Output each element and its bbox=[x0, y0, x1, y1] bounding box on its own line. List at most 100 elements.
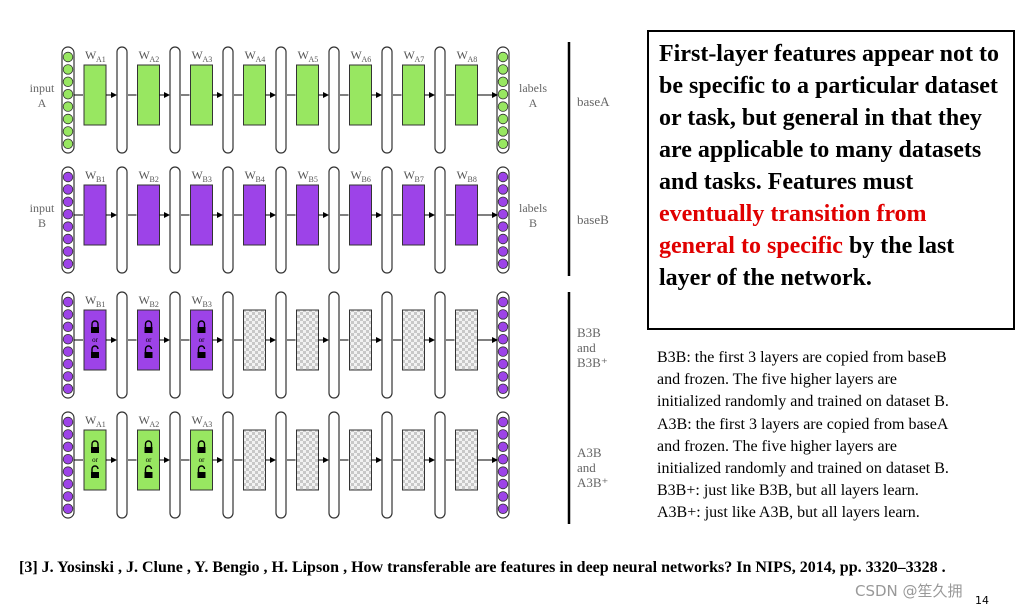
hidden-layer bbox=[434, 166, 446, 274]
hidden-layer bbox=[116, 166, 128, 274]
group-label-b3b-line2: and bbox=[577, 340, 596, 355]
group-label-a3b: A3B and A3B⁺ bbox=[577, 445, 608, 490]
weight-subscript: B1 bbox=[96, 175, 105, 184]
group-label-baseb: baseB bbox=[577, 212, 609, 227]
lock-open-icon bbox=[91, 352, 99, 358]
hidden-layer bbox=[434, 46, 446, 154]
input-layer-unit bbox=[62, 454, 74, 465]
weight-subscript: A2 bbox=[150, 420, 160, 429]
weight-label: W bbox=[298, 168, 310, 182]
lock-closed-icon-shackle bbox=[197, 320, 206, 327]
output-layer-unit bbox=[497, 246, 509, 257]
weight-subscript: B2 bbox=[150, 300, 159, 309]
input-layer-unit bbox=[62, 126, 74, 137]
hidden-layer bbox=[169, 291, 181, 399]
weight-block bbox=[83, 184, 107, 246]
input-layer-unit bbox=[62, 171, 74, 183]
weight-block bbox=[243, 184, 266, 246]
output-label: labels bbox=[519, 81, 547, 95]
input-layer-unit bbox=[62, 441, 74, 453]
weight-label: W bbox=[192, 413, 204, 427]
output-layer-unit bbox=[497, 208, 509, 220]
weight-subscript: B3 bbox=[203, 175, 212, 184]
weight-block bbox=[296, 64, 319, 126]
lock-open-icon bbox=[197, 352, 206, 358]
weight-subscript: B6 bbox=[362, 175, 371, 184]
input-layer-unit bbox=[62, 491, 74, 502]
lock-closed-icon-shackle bbox=[91, 320, 99, 327]
output-layer-unit bbox=[497, 296, 509, 308]
lock-open-icon bbox=[91, 472, 99, 478]
weight-subscript: A6 bbox=[362, 55, 372, 64]
lock-open-icon bbox=[197, 472, 206, 478]
hidden-layer bbox=[275, 411, 287, 519]
weight-subscript: A3 bbox=[203, 55, 213, 64]
hidden-layer bbox=[116, 411, 128, 519]
output-layer-unit bbox=[497, 233, 509, 245]
weight-label: W bbox=[192, 168, 204, 182]
lock-closed-icon-shackle bbox=[197, 440, 206, 447]
lock-closed-icon-shackle bbox=[144, 320, 153, 327]
hidden-layer bbox=[275, 291, 287, 399]
weight-label: W bbox=[139, 413, 151, 427]
desc-line: A3B: the first 3 layers are copied from … bbox=[657, 415, 949, 433]
input-layer-unit bbox=[62, 51, 74, 63]
output-layer-unit bbox=[497, 371, 509, 382]
weight-subscript: B7 bbox=[415, 175, 424, 184]
lock-closed-icon-shackle bbox=[144, 440, 153, 447]
lock-closed-icon-shackle bbox=[91, 440, 99, 447]
weight-subscript: A5 bbox=[309, 55, 319, 64]
weight-subscript: B3 bbox=[203, 300, 212, 309]
input-layer-unit bbox=[62, 478, 74, 490]
weight-subscript: A1 bbox=[96, 55, 106, 64]
input-layer-unit bbox=[62, 184, 74, 195]
random-init-block bbox=[349, 309, 372, 371]
hidden-layer bbox=[381, 291, 393, 399]
input-label: input bbox=[30, 81, 55, 95]
output-layer-unit bbox=[497, 64, 509, 75]
input-layer-unit bbox=[62, 358, 74, 370]
output-layer bbox=[496, 411, 510, 519]
random-init-block bbox=[402, 309, 425, 371]
weight-label: W bbox=[85, 48, 97, 62]
output-layer-unit bbox=[497, 416, 509, 428]
output-layer-unit bbox=[497, 88, 509, 100]
weight-label: W bbox=[351, 168, 363, 182]
hidden-layer bbox=[381, 46, 393, 154]
or-label: or bbox=[146, 336, 153, 344]
hidden-layer bbox=[116, 46, 128, 154]
lock-open-icon-shackle bbox=[197, 345, 206, 352]
weight-subscript: A7 bbox=[415, 55, 425, 64]
weight-subscript: A4 bbox=[256, 55, 266, 64]
output-layer-unit bbox=[497, 466, 509, 477]
desc-line: initialized randomly and trained on data… bbox=[657, 393, 949, 411]
weight-label: W bbox=[457, 48, 469, 62]
group-label-basea: baseA bbox=[577, 94, 610, 109]
hidden-layer bbox=[328, 46, 340, 154]
weight-subscript: A3 bbox=[203, 420, 213, 429]
output-layer-unit bbox=[497, 429, 509, 440]
output-layer-unit bbox=[497, 358, 509, 370]
weight-label: W bbox=[139, 293, 151, 307]
input-label: input bbox=[30, 201, 55, 215]
watermark: CSDN @笙久拥 bbox=[855, 582, 963, 600]
weight-block bbox=[190, 64, 213, 126]
group-label-a3b-line1: A3B bbox=[577, 445, 602, 460]
lock-open-icon-shackle bbox=[144, 345, 153, 352]
output-layer-unit bbox=[497, 126, 509, 137]
hidden-layer bbox=[169, 46, 181, 154]
hidden-layer bbox=[328, 411, 340, 519]
output-layer-unit bbox=[497, 113, 509, 125]
or-label: or bbox=[199, 456, 206, 464]
group-label-a3b-line2: and bbox=[577, 460, 596, 475]
input-layer-unit bbox=[62, 321, 74, 333]
weight-label: W bbox=[139, 48, 151, 62]
desc-line: and frozen. The five higher layers are bbox=[657, 437, 898, 455]
lock-closed-icon bbox=[91, 447, 99, 453]
weight-block bbox=[455, 184, 478, 246]
input-layer-unit bbox=[62, 101, 74, 112]
input-layer-unit bbox=[62, 233, 74, 245]
desc-line: A3B+: just like A3B, but all layers lear… bbox=[657, 504, 920, 522]
lock-open-icon bbox=[144, 352, 153, 358]
output-layer-unit bbox=[497, 454, 509, 465]
